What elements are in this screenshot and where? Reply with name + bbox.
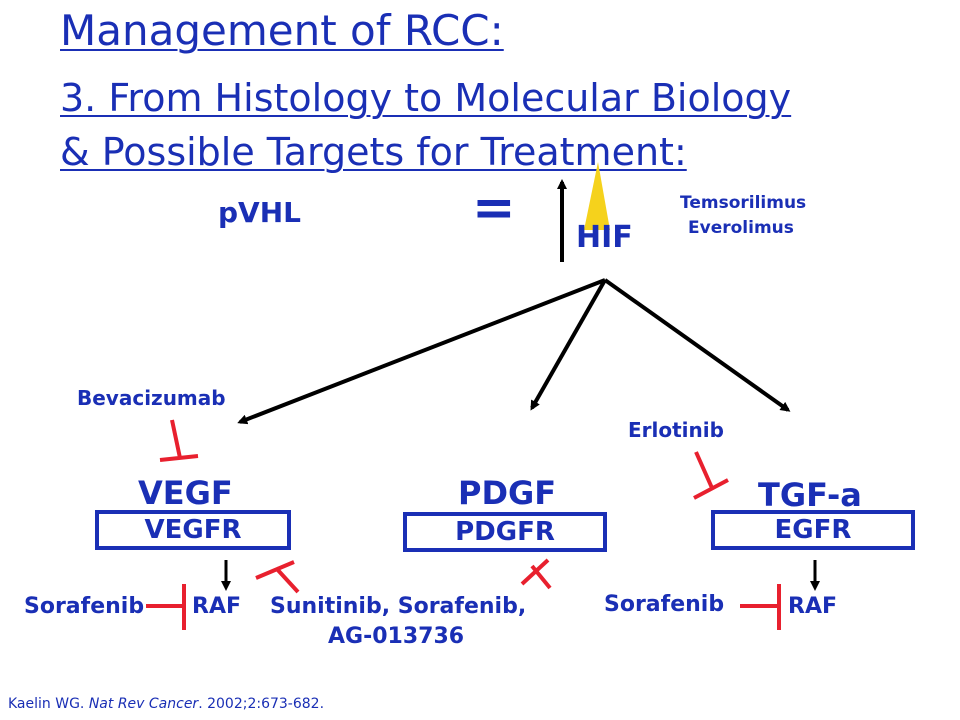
sorafenib-left-label: Sorafenib — [24, 594, 145, 619]
title-line-3: & Possible Targets for Treatment: — [60, 130, 687, 174]
title-line-2: 3. From Histology to Molecular Biology — [60, 76, 792, 120]
sorafenib-right-label: Sorafenib — [604, 592, 725, 617]
equals-sign: = — [472, 178, 516, 238]
citation-authors: Kaelin WG. — [8, 696, 89, 712]
sorafenib-left-inhibitor — [146, 584, 186, 630]
hif-highlight-wedge — [584, 162, 610, 230]
receptor-egfr: EGFR — [711, 510, 915, 550]
tki-vegfr-inhibitor — [255, 560, 300, 594]
receptor-pdgfr: PDGFR — [403, 512, 607, 552]
erlotinib-label: Erlotinib — [628, 418, 724, 442]
everolimus-label: Everolimus — [688, 218, 794, 238]
ligand-pdgf: PDGF — [458, 474, 557, 512]
citation-details: . 2002;2:673-682. — [198, 696, 325, 712]
tki-label-line-1: Sunitinib, Sorafenib, — [270, 594, 527, 619]
citation: Kaelin WG. Nat Rev Cancer. 2002;2:673-68… — [8, 696, 324, 712]
ligand-tgfa: TGF-a — [758, 476, 862, 514]
receptor-pdgfr-label: PDGFR — [455, 517, 555, 547]
title-line-1: Management of RCC: — [60, 6, 504, 55]
raf-right-label: RAF — [788, 594, 837, 619]
arrow-to-pdgf — [530, 279, 607, 411]
tki-label-line-2: AG-013736 — [328, 624, 465, 649]
bevacizumab-inhibitor — [159, 419, 199, 462]
temsirolimus-label: Temsorilimus — [680, 193, 807, 213]
raf-left-label: RAF — [192, 594, 241, 619]
arrow-to-vegf — [237, 278, 606, 425]
erlotinib-inhibitor — [693, 451, 729, 500]
receptor-vegfr: VEGFR — [95, 510, 291, 550]
receptor-vegfr-label: VEGFR — [144, 515, 242, 545]
hif-label: HIF — [576, 220, 633, 255]
tki-pdgfr-inhibitor — [520, 558, 552, 590]
arrow-to-tgfa — [603, 278, 791, 412]
ligand-vegf: VEGF — [138, 474, 233, 512]
receptor-egfr-label: EGFR — [774, 515, 852, 545]
sorafenib-right-inhibitor — [740, 584, 781, 630]
citation-journal: Nat Rev Cancer — [88, 696, 199, 712]
pvhl-label: pVHL — [218, 196, 301, 229]
bevacizumab-label: Bevacizumab — [77, 386, 226, 410]
